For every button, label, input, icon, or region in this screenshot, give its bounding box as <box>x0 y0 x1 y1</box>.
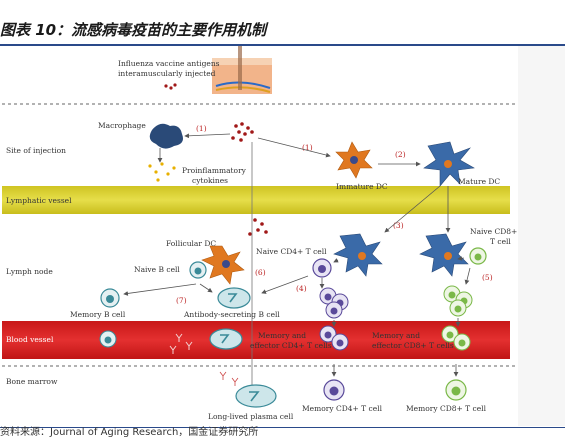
cytokines-label-1: Proinflammatory <box>182 166 247 175</box>
naive-cd8-label-2: T cell <box>490 237 511 246</box>
follicular-dc-label: Follicular DC <box>166 239 216 248</box>
step-2: (2) <box>395 150 406 159</box>
long-lived-plasma-cell <box>235 384 277 408</box>
antigen-dots <box>164 83 268 236</box>
marrow-antibodies <box>219 371 239 386</box>
step-1a: (1) <box>196 124 207 133</box>
blood-vessel-band <box>2 321 510 359</box>
macrophage-label: Macrophage <box>98 121 146 130</box>
mem-eff-cd8-label-1: Memory and <box>372 331 420 340</box>
memory-b-label: Memory B cell <box>70 310 126 319</box>
side-panel <box>518 46 565 426</box>
region-label-lymph-node: Lymph node <box>6 267 53 276</box>
step-6: (6) <box>255 268 266 277</box>
plasma-label: Long-lived plasma cell <box>208 412 294 421</box>
antigen-label-1: Influenza vaccine antigens <box>118 59 220 68</box>
antigen-label-2: interamuscularly injected <box>118 69 216 78</box>
antibody-symbols <box>169 333 193 354</box>
cytokine-dots <box>148 162 176 182</box>
naive-cd8-label-1: Naive CD8+ <box>470 227 517 236</box>
step-5: (5) <box>482 273 493 282</box>
region-label-marrow: Bone marrow <box>6 377 58 386</box>
immature-dc-label: Immature DC <box>336 182 388 191</box>
figure-title: 图表 10：流感病毒疫苗的主要作用机制 <box>0 21 267 39</box>
blood-cd8-cluster <box>441 325 471 351</box>
mechanism-diagram: Site of injection Lymphatic vessel Lymph… <box>2 46 517 421</box>
mem-eff-cd4-label-1: Memory and <box>258 331 306 340</box>
region-label-blood: Blood vessel <box>6 335 54 344</box>
naive-cd4-label: Naive CD4+ T cell <box>256 247 327 256</box>
naive-b-label: Naive B cell <box>134 265 180 274</box>
region-label-lymphatic: Lymphatic vessel <box>6 196 72 205</box>
cytokines-label-2: cytokines <box>192 176 228 185</box>
mature-dc-label: Mature DC <box>458 177 500 186</box>
memory-cd8-label: Memory CD8+ T cell <box>406 404 487 413</box>
step-1b: (1) <box>302 143 313 152</box>
step-7: (7) <box>176 296 187 305</box>
lymph-node-dc-cell <box>333 233 383 277</box>
mem-eff-cd8-label-2: effector CD8+ T cells <box>372 341 454 350</box>
asc-label: Antibody-secreting B cell <box>183 310 280 319</box>
memory-cd4-label: Memory CD4+ T cell <box>302 404 383 413</box>
cd4-clone-cluster <box>319 287 349 319</box>
step-4: (4) <box>296 284 307 293</box>
mem-eff-cd4-label-2: effector CD4+ T cells <box>250 341 332 350</box>
cd8-clone-cluster <box>443 285 473 317</box>
step-3: (3) <box>393 221 404 230</box>
macrophage-cell <box>149 123 183 149</box>
source-note: 资料来源：Journal of Aging Research，国金证券研究所 <box>0 427 259 438</box>
region-label-injection: Site of injection <box>6 146 66 155</box>
skin-cross-section <box>212 46 272 94</box>
title-rule <box>0 44 565 46</box>
lymphatic-vessel-band <box>2 186 510 214</box>
blood-cd4-cluster <box>319 325 349 351</box>
source-rule <box>0 427 565 428</box>
lymph-node-dc-cell <box>419 233 469 277</box>
